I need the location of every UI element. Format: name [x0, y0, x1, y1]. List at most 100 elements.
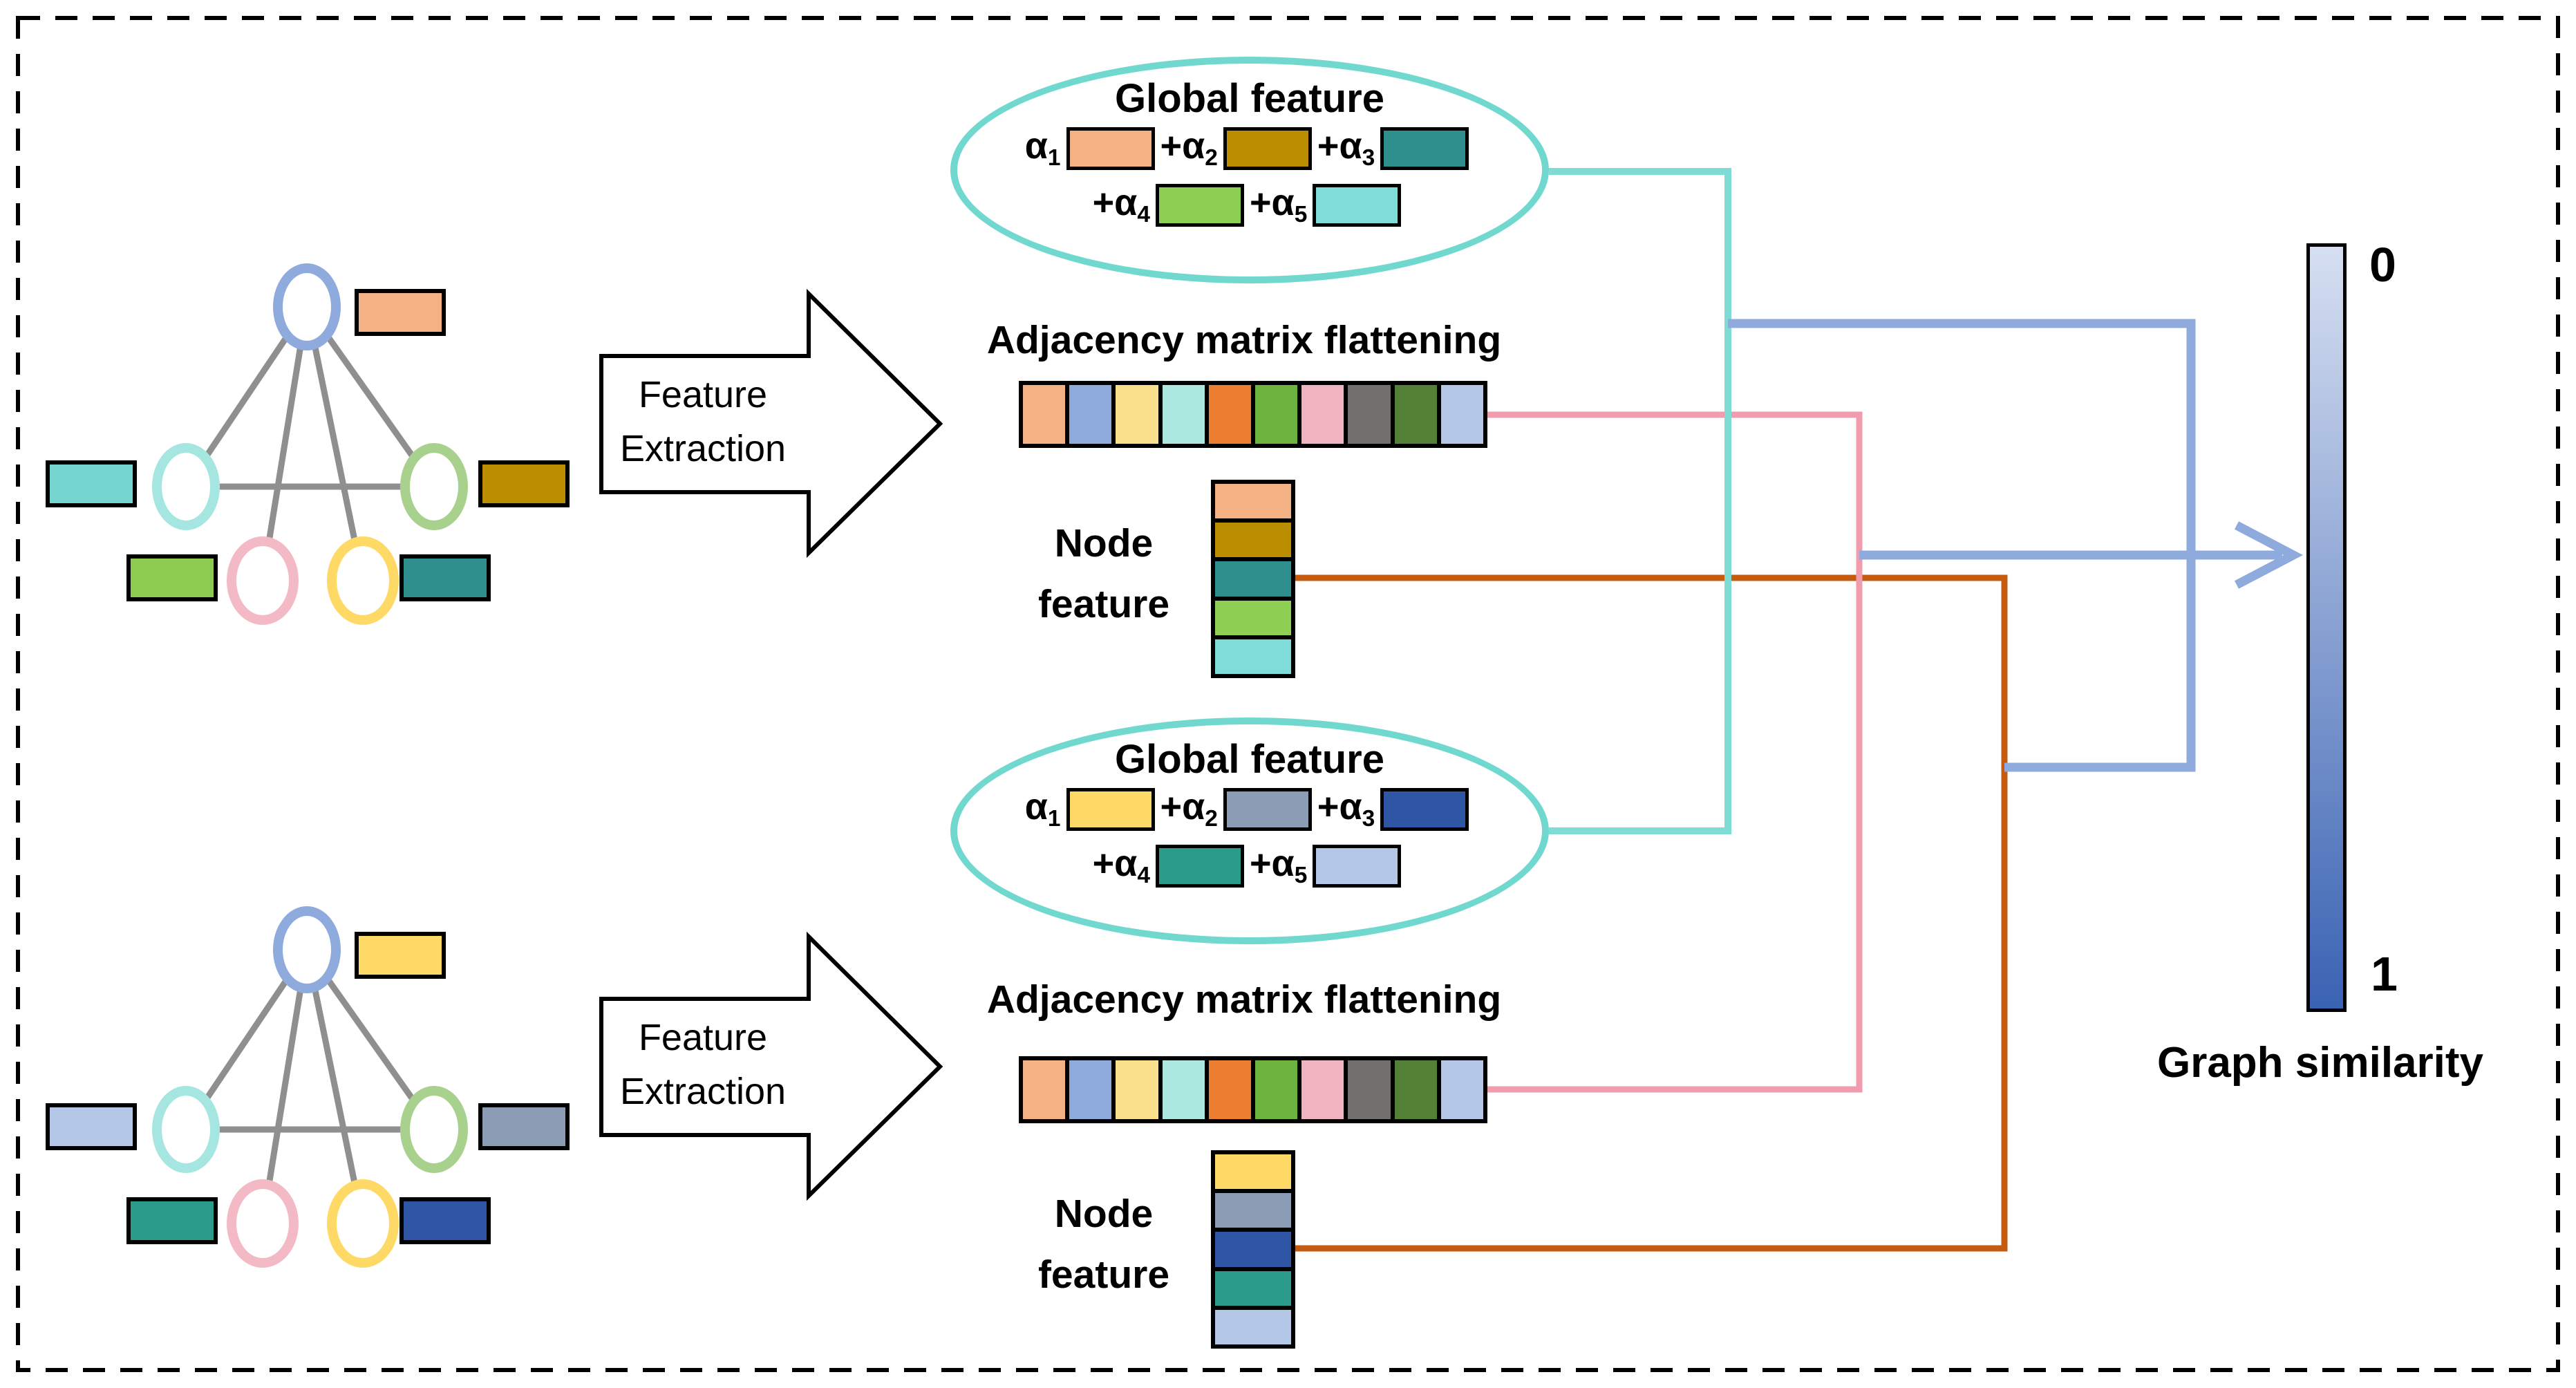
node-feature-cell	[1215, 1266, 1291, 1306]
adjacency-cell	[1158, 385, 1205, 444]
graph2-global-feature-ellipse: Global feature α1 +α2 +α3 +α4 +α5	[950, 718, 1549, 944]
graph2-node-feature-label: Node feature	[1000, 1183, 1207, 1306]
dashed-frame	[16, 16, 2560, 1372]
node-feature-cell	[1215, 1305, 1291, 1345]
graph2-node-bottom-right	[327, 1179, 399, 1268]
adjacency-cell	[1111, 385, 1158, 444]
alpha-term-box	[1313, 184, 1402, 227]
graph2-node-bottom-left	[227, 1179, 299, 1268]
graph1-nodes	[152, 263, 468, 625]
node-feature-cell	[1215, 635, 1291, 675]
adjacency-cell	[1158, 1060, 1205, 1119]
graph2-rect-mid-right	[478, 1103, 570, 1150]
alpha-term: +α2	[1160, 125, 1218, 171]
adjacency-cell	[1436, 1060, 1484, 1119]
graph1-rect-bottom-left	[126, 554, 218, 601]
graph2-global-feature-row2: +α4 +α5	[1093, 845, 1407, 888]
similarity-gradient-bar	[2306, 243, 2347, 1012]
graph1-adjacency-title: Adjacency matrix flattening	[986, 318, 1502, 362]
node-feature-cell	[1215, 557, 1291, 597]
feature-extraction-label-1-line1: Feature	[638, 374, 768, 415]
alpha-term-box	[1313, 845, 1402, 888]
feature-extraction-label-1-line2: Extraction	[619, 428, 787, 470]
alpha-term-box	[1156, 184, 1244, 227]
adjacency-cell	[1251, 385, 1298, 444]
graph2-nodes	[152, 906, 468, 1268]
graph1-edge	[303, 306, 366, 581]
adjacency-cell	[1204, 385, 1252, 444]
adjacency-cell	[1023, 385, 1066, 444]
node-feature-cell	[1215, 1189, 1291, 1228]
adjacency-cell	[1344, 385, 1391, 444]
graph2-edge	[303, 949, 366, 1224]
graph1-global-feature-row2: +α4 +α5	[1093, 184, 1407, 227]
alpha-term: +α3	[1317, 786, 1375, 832]
merge-bracket	[1728, 319, 2196, 772]
adjacency-cell	[1065, 1060, 1112, 1119]
alpha-term: +α4	[1092, 843, 1150, 889]
graph2-node-top	[273, 906, 341, 993]
alpha-term-box	[1380, 788, 1469, 831]
node-feature-cell	[1215, 1228, 1291, 1267]
node-feature-connector	[1295, 574, 2008, 1252]
node-feature-cell	[1215, 518, 1291, 558]
graph1-node-mid-right	[400, 443, 468, 530]
alpha-term: α1	[1024, 125, 1061, 171]
adjacency-cell	[1023, 1060, 1066, 1119]
graph1-rect-mid-right	[478, 460, 570, 507]
graph1-global-feature-ellipse: Global feature α1 +α2 +α3 +α4 +α5	[950, 57, 1549, 283]
adjacency-cell	[1390, 385, 1437, 444]
feature-extraction-arrow-1	[599, 288, 943, 559]
adjacency-cell	[1297, 385, 1344, 444]
graph2-edge	[259, 949, 310, 1224]
adjacency-cell	[1436, 385, 1484, 444]
graph2-node-feature-column	[1211, 1150, 1295, 1349]
alpha-term-box	[1380, 127, 1469, 170]
alpha-term: +α5	[1250, 182, 1308, 228]
graph1-node-bottom-right	[327, 536, 399, 625]
alpha-term-box	[1223, 788, 1312, 831]
graph1-node-mid-left	[152, 443, 220, 530]
graph2-rect-bottom-left	[126, 1197, 218, 1244]
adjacency-cell	[1297, 1060, 1344, 1119]
node-feature-cell	[1215, 484, 1291, 519]
alpha-term: +α5	[1250, 843, 1308, 889]
graph1-node-feature-column	[1211, 480, 1295, 678]
alpha-term: +α4	[1092, 182, 1150, 228]
graph1-node-top	[273, 263, 341, 350]
graph1-edge	[259, 306, 310, 581]
graph1-node-feature-label-line1: Node	[1054, 521, 1154, 565]
alpha-term-box	[1066, 127, 1155, 170]
alpha-term-box	[1156, 845, 1244, 888]
node-feature-cell	[1215, 596, 1291, 635]
feature-extraction-arrow-2	[599, 931, 943, 1201]
feature-extraction-label-2: Feature Extraction	[603, 1011, 803, 1119]
graph1-node-feature-label-line2: feature	[1037, 582, 1170, 627]
adjacency-cell	[1390, 1060, 1437, 1119]
graph1-node-bottom-left	[227, 536, 299, 625]
graph1-rect-mid-left	[46, 460, 137, 507]
alpha-term: +α3	[1317, 125, 1375, 171]
feature-extraction-label-1: Feature Extraction	[603, 368, 803, 476]
alpha-term: +α2	[1160, 786, 1218, 832]
graph2-rect-mid-left	[46, 1103, 137, 1150]
similarity-scale-top: 0	[2369, 238, 2396, 292]
similarity-arrowhead-icon	[2234, 521, 2303, 589]
graph2-global-feature-title: Global feature	[1115, 737, 1384, 782]
graph1-adjacency-row	[1019, 381, 1487, 448]
alpha-term-box	[1223, 127, 1312, 170]
graph2-adjacency-row	[1019, 1056, 1487, 1123]
feature-extraction-label-2-line2: Extraction	[619, 1071, 787, 1113]
alpha-term: α1	[1024, 786, 1061, 832]
similarity-scale-bottom: 1	[2371, 947, 2398, 1001]
graph2-node-feature-label-line1: Node	[1054, 1192, 1154, 1236]
graph1-rect-bottom-right	[399, 554, 491, 601]
node-feature-cell	[1215, 1154, 1291, 1190]
adjacency-cell	[1065, 385, 1112, 444]
adjacency-cell	[1111, 1060, 1158, 1119]
graph2-node-mid-left	[152, 1086, 220, 1173]
graph2-node-mid-right	[400, 1086, 468, 1173]
alpha-term-box	[1066, 788, 1155, 831]
